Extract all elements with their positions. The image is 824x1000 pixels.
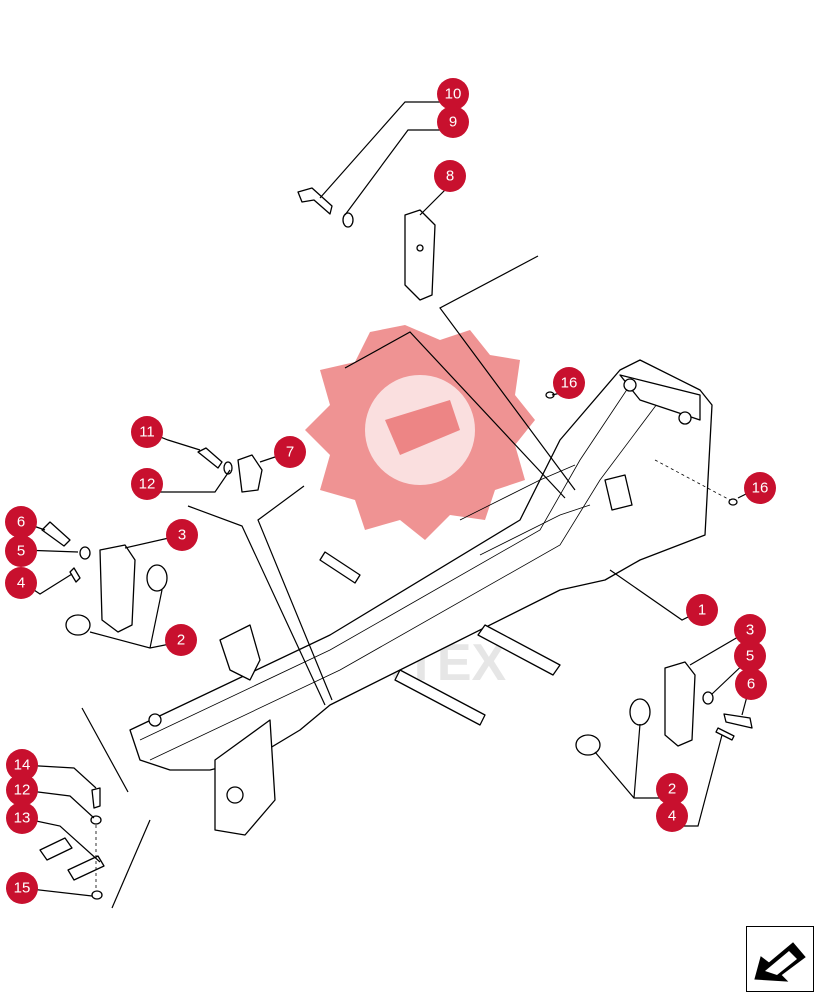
plugs-16 <box>545 391 738 506</box>
callout-4-right: 4 <box>656 800 688 832</box>
callout-3-left: 3 <box>166 519 198 551</box>
svg-text:5: 5 <box>17 543 25 560</box>
bolt-10 <box>297 187 333 215</box>
svg-text:5: 5 <box>746 648 754 665</box>
svg-text:6: 6 <box>747 676 755 693</box>
callout-4-left: 4 <box>5 567 37 599</box>
svg-text:4: 4 <box>17 575 25 592</box>
callout-14: 14 <box>6 749 38 781</box>
callout-6-left: 6 <box>5 506 37 538</box>
svg-text:9: 9 <box>449 114 457 131</box>
callout-13: 13 <box>6 802 38 834</box>
leader-lines <box>21 101 759 909</box>
arrow-left-down-icon <box>754 942 806 982</box>
callout-5-left: 5 <box>5 535 37 567</box>
bolt-11 <box>197 447 233 475</box>
callout-12-lower: 12 <box>6 774 38 806</box>
clamp-8 <box>404 209 436 301</box>
callout-2-left: 2 <box>165 624 197 656</box>
callout-1: 1 <box>686 594 718 626</box>
callout-8: 8 <box>434 160 466 192</box>
svg-text:14: 14 <box>14 757 31 774</box>
navigation-arrow-button[interactable] <box>746 926 814 992</box>
svg-text:16: 16 <box>752 480 769 497</box>
callout-5-right: 5 <box>734 640 766 672</box>
washer-9 <box>342 212 354 228</box>
callout-16-top: 16 <box>553 367 585 399</box>
left-clamp-3 <box>41 521 168 636</box>
svg-text:3: 3 <box>746 622 754 639</box>
right-clamp-3 <box>575 661 753 756</box>
svg-text:6: 6 <box>17 514 25 531</box>
svg-text:16: 16 <box>561 375 578 392</box>
svg-text:12: 12 <box>139 476 156 493</box>
callout-12-upper: 12 <box>131 468 163 500</box>
callout-16-right: 16 <box>744 472 776 504</box>
lower-hardware <box>39 787 105 900</box>
callout-15: 15 <box>6 872 38 904</box>
callout-9: 9 <box>437 106 469 138</box>
svg-text:3: 3 <box>178 527 186 544</box>
svg-text:2: 2 <box>177 632 185 649</box>
svg-text:2: 2 <box>668 781 676 798</box>
callout-3-right: 3 <box>734 614 766 646</box>
svg-text:8: 8 <box>446 168 454 185</box>
svg-text:15: 15 <box>14 880 31 897</box>
callout-11: 11 <box>131 416 163 448</box>
svg-text:10: 10 <box>445 86 462 103</box>
svg-text:11: 11 <box>139 424 155 441</box>
svg-text:12: 12 <box>14 782 31 799</box>
svg-text:1: 1 <box>698 602 706 619</box>
callout-6-right: 6 <box>735 668 767 700</box>
callout-2-right: 2 <box>656 773 688 805</box>
svg-text:13: 13 <box>14 810 31 827</box>
callout-10-top: 10 <box>437 78 469 110</box>
clamp-7 <box>237 454 263 493</box>
svg-text:4: 4 <box>668 808 676 825</box>
callout-7: 7 <box>274 436 306 468</box>
main-frame <box>129 359 713 836</box>
svg-text:7: 7 <box>286 444 294 461</box>
